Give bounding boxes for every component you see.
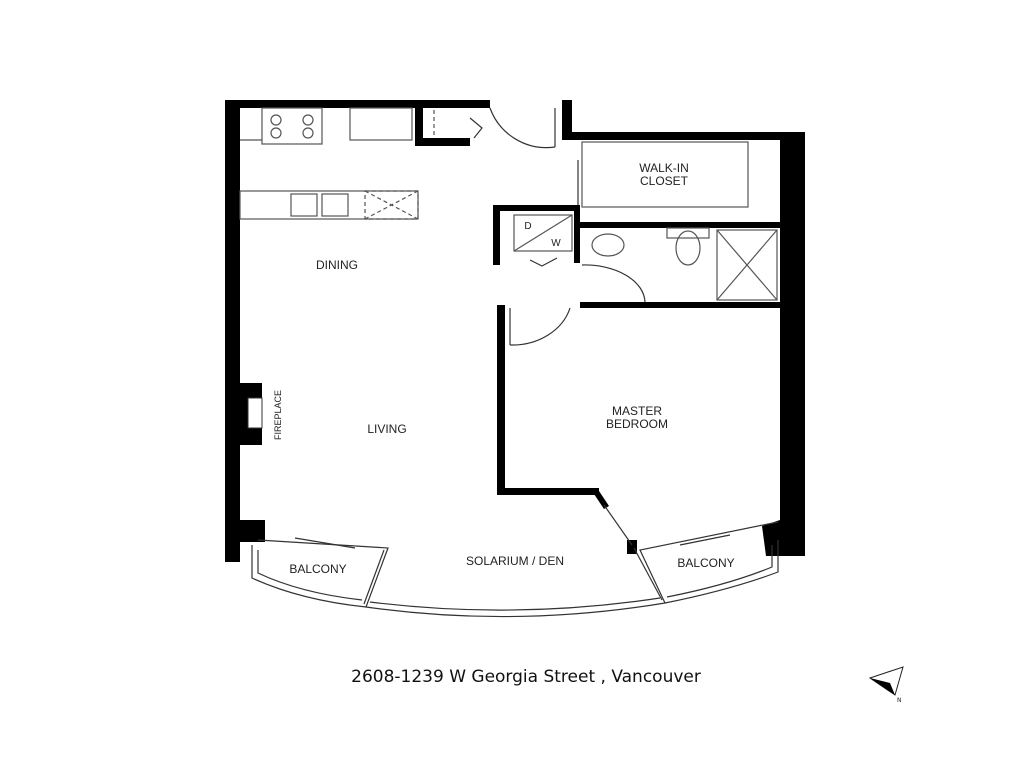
balcony-left-label: BALCONY — [289, 562, 346, 576]
dining-label: DINING — [316, 258, 358, 272]
address-caption: 2608-1239 W Georgia Street , Vancouver — [351, 667, 701, 687]
washer-label: W — [551, 238, 561, 249]
walk-in-closet-label: WALK-IN — [639, 161, 689, 175]
master-bedroom-label: MASTER — [612, 404, 662, 418]
fireplace-label: FIREPLACE — [273, 390, 283, 440]
north-arrow-icon: N — [868, 666, 904, 704]
master-bedroom-label: BEDROOM — [606, 417, 668, 431]
solarium-den-label: SOLARIUM / DEN — [466, 554, 564, 568]
balcony-right-label: BALCONY — [677, 556, 734, 570]
walk-in-closet-label: CLOSET — [640, 174, 689, 188]
living-label: LIVING — [367, 422, 406, 436]
walls — [225, 100, 805, 562]
balconies — [251, 521, 779, 618]
dryer-label: D — [524, 221, 531, 232]
north-label: N — [897, 697, 902, 704]
fixtures — [239, 107, 778, 546]
room-labels: WALK-IN CLOSET DINING LIVING FIREPLACE M… — [273, 161, 735, 576]
